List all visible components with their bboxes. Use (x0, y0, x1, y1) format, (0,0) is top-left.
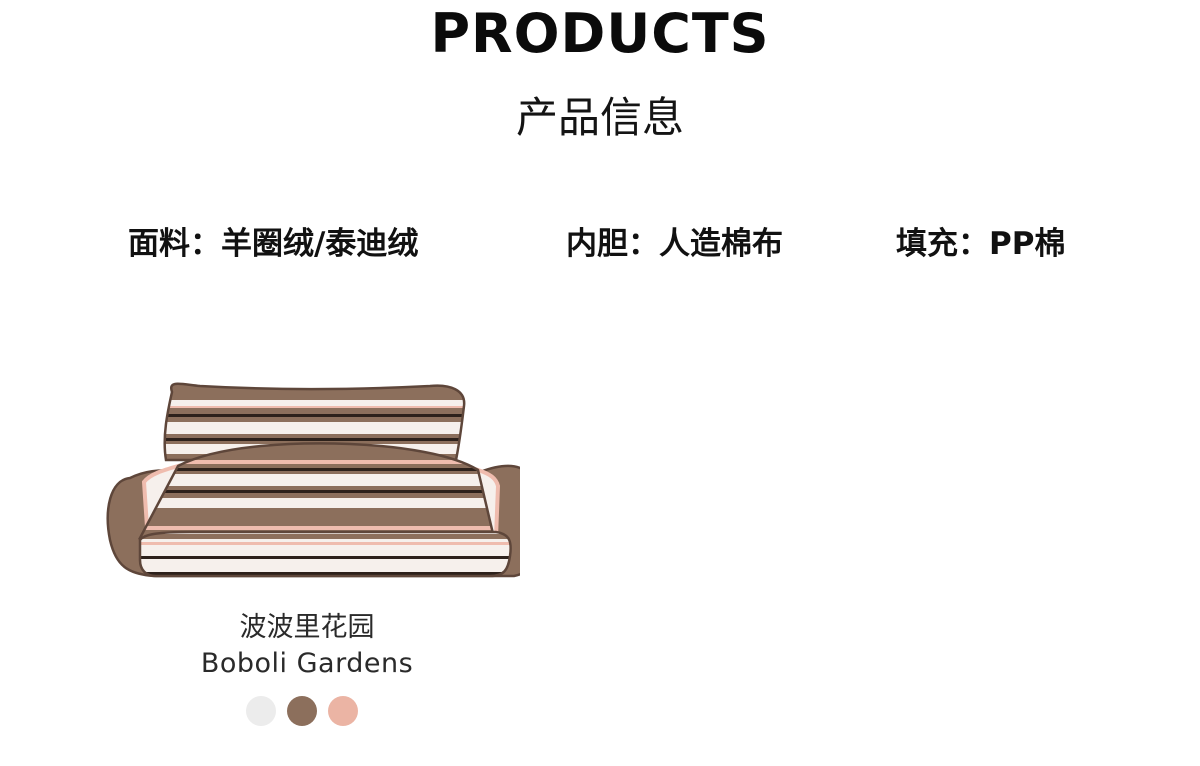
spec-lining-value: 人造棉布 (659, 226, 783, 262)
product-name-en: Boboli Gardens (200, 648, 414, 679)
swatch-white[interactable] (246, 696, 276, 726)
spec-filling-label: 填充： (896, 226, 989, 262)
sofa-cushion (140, 532, 511, 576)
sofa-illustration (106, 382, 520, 578)
page-title-cn: 产品信息 (515, 93, 684, 142)
spec-fabric-label: 面料： (128, 226, 221, 262)
spec-lining: 内胆：人造棉布 (566, 222, 783, 266)
sofa-seat (140, 443, 494, 538)
swatch-brown[interactable] (287, 696, 317, 726)
color-swatches (246, 696, 358, 726)
spec-filling-value: PP棉 (989, 226, 1066, 262)
spec-fabric: 面料：羊圈绒/泰迪绒 (128, 222, 418, 266)
page-title-en: PRODUCTS (430, 2, 770, 65)
product-name-cn: 波波里花园 (239, 612, 375, 643)
swatch-pink[interactable] (328, 696, 358, 726)
spec-lining-label: 内胆： (566, 226, 659, 262)
spec-fabric-value: 羊圈绒/泰迪绒 (221, 226, 419, 262)
spec-filling: 填充：PP棉 (896, 222, 1065, 266)
